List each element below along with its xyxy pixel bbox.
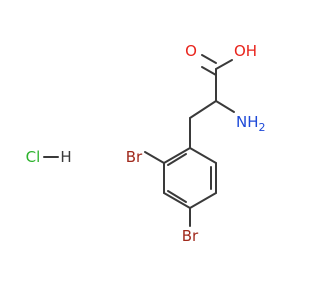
atom-hydroxyl: OH	[234, 42, 257, 60]
bond-ring-br-ortho	[144, 151, 165, 164]
ring-inner-3	[167, 153, 187, 166]
bond-calpha-n	[215, 100, 235, 113]
structure-canvas: O OH NH2 Br Br Cl H	[26, 42, 266, 245]
atom-bromine-para: Br	[182, 227, 199, 245]
atom-labels: O OH NH2 Br Br Cl H	[26, 42, 266, 245]
molecule-structure: O OH NH2 Br Br Cl H	[26, 42, 266, 245]
atom-oxygen-carbonyl: O	[185, 42, 197, 60]
ring-inner-2	[167, 190, 187, 203]
ring-bond-1	[189, 147, 217, 164]
bond-carbonyl-double-1	[201, 54, 217, 64]
ring-bond-3	[189, 192, 217, 209]
bond-carbonyl-double-2	[201, 66, 217, 76]
ring-bond-4	[163, 192, 191, 209]
ring-bond-6	[163, 147, 191, 164]
bond-calpha-cbeta	[189, 100, 217, 119]
atom-bromine-ortho: Br	[126, 148, 143, 166]
bond-c-oh	[215, 59, 233, 70]
atom-amine: NH2	[236, 113, 266, 134]
atom-hydrogen: H	[60, 148, 71, 166]
bonds	[43, 54, 235, 227]
atom-chlorine: Cl	[26, 148, 41, 166]
